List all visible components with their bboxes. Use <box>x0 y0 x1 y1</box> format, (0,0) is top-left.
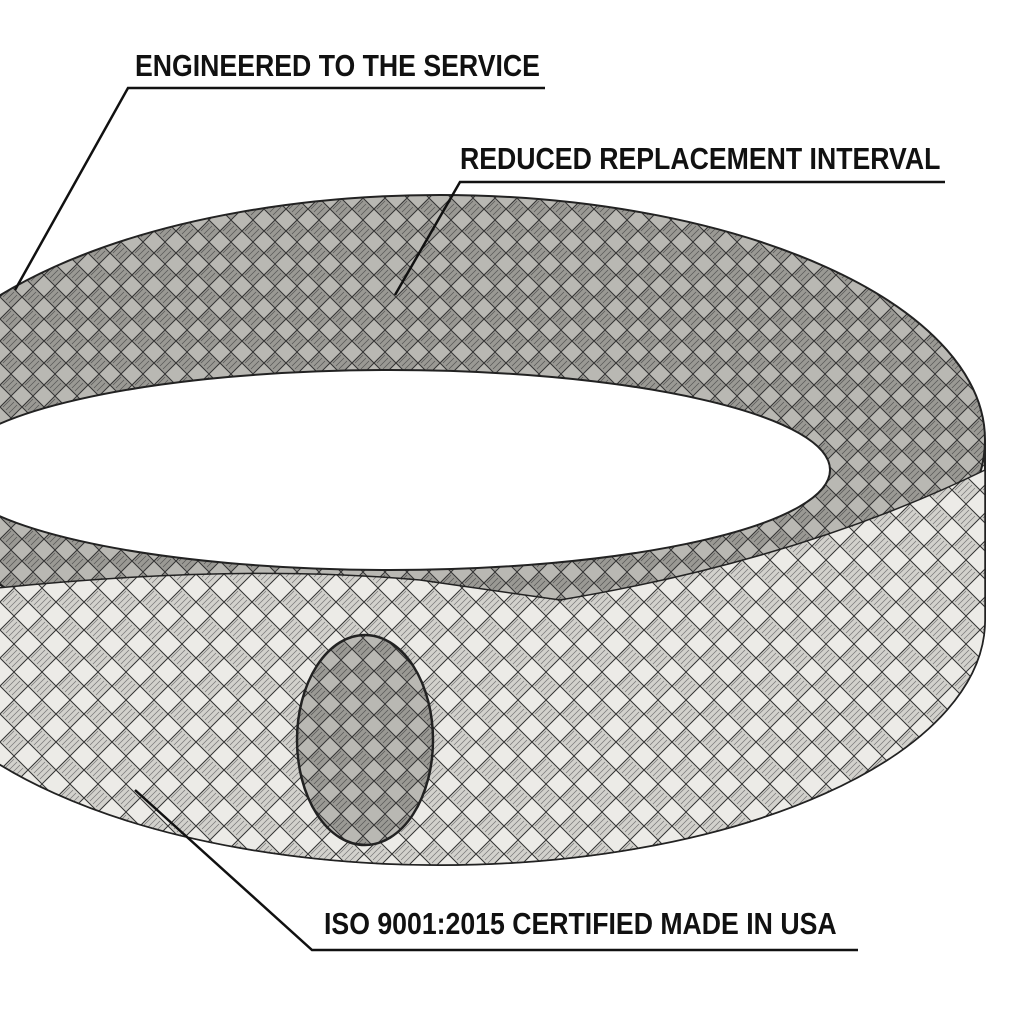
callout-engineered: ENGINEERED TO THE SERVICE <box>135 48 540 83</box>
callout-lines <box>13 86 945 952</box>
cut-end <box>295 633 435 847</box>
ring-hole <box>0 369 831 571</box>
callout-replacement-interval: REDUCED REPLACEMENT INTERVAL <box>460 141 941 176</box>
callout-iso-certified: ISO 9001:2015 CERTIFIED MADE IN USA <box>324 906 837 941</box>
